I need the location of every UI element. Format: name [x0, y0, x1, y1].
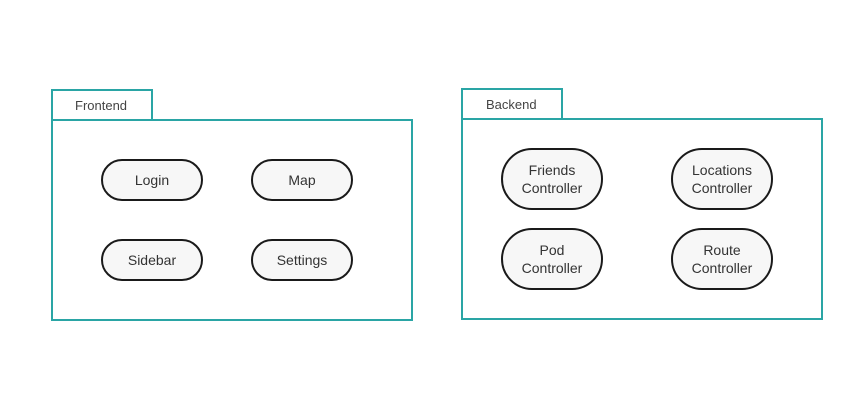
sidebar-component[interactable]: Sidebar	[101, 239, 203, 281]
locations-controller-component[interactable]: Locations Controller	[671, 148, 773, 210]
frontend-package	[51, 119, 413, 321]
map-component[interactable]: Map	[251, 159, 353, 201]
backend-package	[461, 118, 823, 320]
route-controller-component[interactable]: Route Controller	[671, 228, 773, 290]
login-component[interactable]: Login	[101, 159, 203, 201]
settings-component[interactable]: Settings	[251, 239, 353, 281]
friends-controller-component[interactable]: Friends Controller	[501, 148, 603, 210]
pod-controller-component[interactable]: Pod Controller	[501, 228, 603, 290]
frontend-package-label: Frontend	[51, 89, 153, 121]
backend-package-label: Backend	[461, 88, 563, 120]
